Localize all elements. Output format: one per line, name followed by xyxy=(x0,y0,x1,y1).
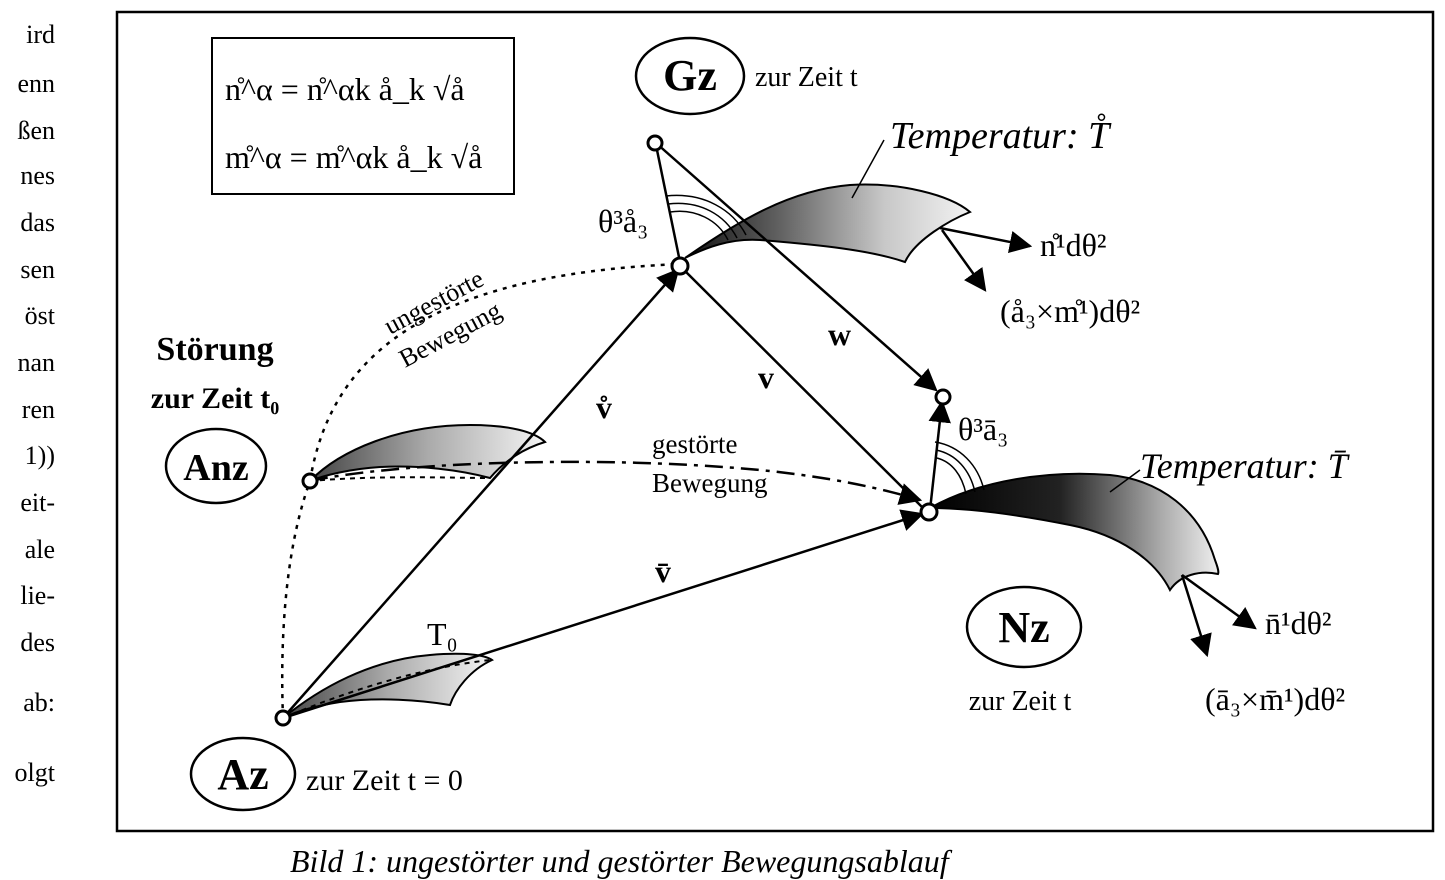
disturbed-motion-path xyxy=(309,460,923,505)
label-nz-time: zur Zeit t xyxy=(969,686,1072,717)
formula-n: n̊^α = n̊^αk å_k √å xyxy=(225,71,465,107)
surface-anz xyxy=(309,423,547,482)
margin-line: öst xyxy=(24,301,55,330)
leader-temp-right xyxy=(1109,469,1141,493)
label-v-ring: v̊ xyxy=(596,389,612,425)
margin-line: eit- xyxy=(20,488,55,517)
label-az: Az xyxy=(217,750,268,799)
surface-nz xyxy=(926,472,1220,592)
label-n-bar: n̄¹dθ² xyxy=(1265,605,1332,641)
margin-line: ale xyxy=(24,535,55,564)
margin-line: das xyxy=(20,208,55,237)
arrow-a-cross-m-ring xyxy=(940,229,987,292)
vector-v-ring xyxy=(282,268,680,719)
formula-box: n̊^α = n̊^αk å_k √å m̊^α = m̊^αk å_k √å xyxy=(211,37,515,195)
vector-v-bar xyxy=(282,509,925,720)
margin-line: ren xyxy=(21,395,55,424)
margin-line: olgt xyxy=(14,758,55,787)
vector-v xyxy=(679,265,926,511)
arrow-n-bar xyxy=(1181,573,1257,630)
margin-line: nan xyxy=(17,348,55,377)
label-bewegung-disturbed: Bewegung xyxy=(652,468,767,498)
margin-line: ird xyxy=(26,20,55,49)
margin-line: sen xyxy=(20,255,55,284)
label-theta-right: θ³ā₃ xyxy=(958,411,1008,447)
point-gz-normal-tip xyxy=(646,134,664,152)
label-gz: Gz xyxy=(663,51,717,100)
ellipse-az xyxy=(189,736,297,812)
label-gestoerte: gestörte xyxy=(652,429,737,459)
label-stoerung: Störung xyxy=(156,331,273,368)
point-gz xyxy=(670,256,690,276)
label-az-time: zur Zeit t = 0 xyxy=(306,764,463,797)
label-v-bar: v̄ xyxy=(655,553,671,589)
angle-arc-right xyxy=(934,441,985,495)
margin-line: ßen xyxy=(17,116,55,145)
perturbation-path xyxy=(280,480,312,719)
label-T0: T₀ xyxy=(427,616,458,652)
margin-line: enn xyxy=(17,69,55,98)
margin-line: lie- xyxy=(20,581,55,610)
label-gz-time: zur Zeit t xyxy=(755,62,858,93)
arrow-n-ring xyxy=(939,226,1033,254)
point-az xyxy=(274,709,292,727)
ellipse-nz xyxy=(965,585,1083,669)
label-v: v xyxy=(758,359,774,395)
label-theta-top: θ³å₃ xyxy=(598,203,648,239)
ellipse-gz xyxy=(634,36,746,116)
label-nz: Nz xyxy=(998,603,1049,652)
undisturbed-motion-path xyxy=(308,262,681,482)
formula-m: m̊^α = m̊^αk å_k √å xyxy=(225,139,482,175)
figure-frame xyxy=(115,10,1435,833)
label-anz: Anz xyxy=(183,447,249,489)
label-temperature-top: Temperatur: T̊ xyxy=(890,113,1112,157)
surface-gz xyxy=(684,183,972,264)
label-stoerung-time: zur Zeit t₀ xyxy=(151,382,279,415)
label-w: w xyxy=(828,316,851,352)
figure-caption: Bild 1: ungestörter und gestörter Bewegu… xyxy=(290,843,949,879)
ellipse-anz xyxy=(164,427,268,505)
label-a-cross-m-ring: (å₃×m̊¹)dθ² xyxy=(1000,293,1140,329)
arrow-a-cross-m-bar xyxy=(1180,574,1212,658)
normal-right xyxy=(928,399,951,511)
label-temperature-right: Temperatur: T̄ xyxy=(1140,446,1351,486)
normal-top xyxy=(655,149,682,263)
margin-line: 1)) xyxy=(24,441,55,470)
leader-temp-top xyxy=(851,139,885,199)
point-anz xyxy=(301,472,319,490)
label-a-cross-m-bar: (ā₃×m̄¹)dθ² xyxy=(1205,681,1345,717)
angle-arc-top xyxy=(665,194,747,241)
margin-line: des xyxy=(20,628,55,657)
label-n-ring: n̊¹dθ² xyxy=(1040,227,1107,263)
anz-surface-edge xyxy=(309,476,491,482)
vector-w xyxy=(655,142,938,392)
point-nz-normal-tip xyxy=(934,388,952,406)
margin-line: nes xyxy=(20,161,55,190)
margin-line: ab: xyxy=(23,688,55,717)
point-nz xyxy=(919,502,939,522)
